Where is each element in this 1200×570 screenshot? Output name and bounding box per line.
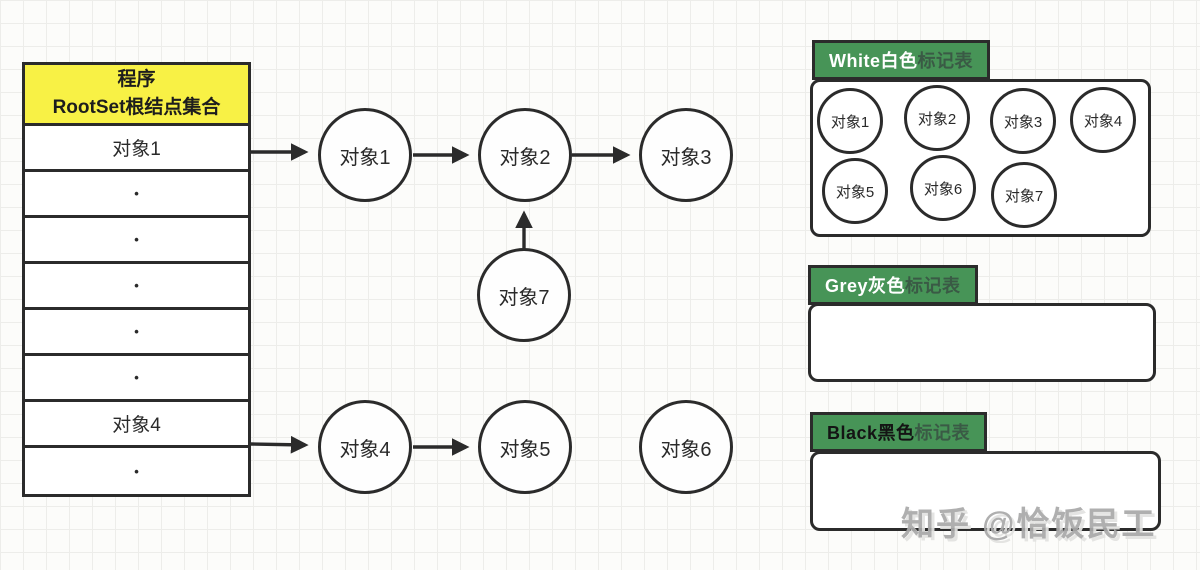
node-obj7: 对象7 xyxy=(477,248,571,342)
rootset-header-line2: RootSet根结点集合 xyxy=(52,97,221,118)
rootset-header-line1: 程序 xyxy=(117,69,156,91)
zhihu-watermark: 知乎 @恰饭民工 xyxy=(901,505,1157,542)
node-obj6: 对象6 xyxy=(639,400,733,494)
white-item-obj7: 对象7 xyxy=(991,162,1057,228)
rootset-row-dot: • xyxy=(25,264,248,310)
rootset-row-obj1: 对象1 xyxy=(25,126,248,172)
black-table-title-suffix: 标记表 xyxy=(914,423,971,443)
rootset-row-dot: • xyxy=(25,448,248,494)
rootset-row-dot: • xyxy=(25,310,248,356)
rootset-row-dot: • xyxy=(25,172,248,218)
node-obj2: 对象2 xyxy=(478,108,572,202)
rootset-row-obj4: 对象4 xyxy=(25,402,248,448)
white-item-obj5: 对象5 xyxy=(822,158,888,224)
white-item-obj1: 对象1 xyxy=(817,88,883,154)
white-item-obj4: 对象4 xyxy=(1070,87,1136,153)
node-obj3: 对象3 xyxy=(639,108,733,202)
black-table-tab: Black黑色标记表 xyxy=(810,412,988,452)
rootset-row-dot: • xyxy=(25,218,248,264)
white-table-title-suffix: 标记表 xyxy=(917,51,973,71)
rootset-row-dot: • xyxy=(25,356,248,402)
node-obj4: 对象4 xyxy=(318,400,412,494)
grey-table-tab: Grey灰色标记表 xyxy=(808,265,978,305)
white-table-body: 对象1 对象2 对象3 对象4 对象5 对象6 对象7 xyxy=(810,79,1151,237)
white-item-obj3: 对象3 xyxy=(990,88,1056,154)
black-table-title-prefix: Black黑色 xyxy=(827,423,915,443)
white-item-obj6: 对象6 xyxy=(910,155,976,221)
grey-table-body xyxy=(808,303,1156,382)
black-table-body xyxy=(810,451,1161,531)
rootset-table-header: 程序 RootSet根结点集合 xyxy=(25,65,248,126)
grey-table-title-prefix: Grey灰色 xyxy=(825,276,906,296)
grey-table-title-suffix: 标记表 xyxy=(905,276,961,296)
white-item-obj2: 对象2 xyxy=(904,85,970,151)
edge-rootset-to-obj4 xyxy=(250,435,309,454)
white-table-tab: White白色标记表 xyxy=(812,40,990,80)
rootset-table: 程序 RootSet根结点集合 对象1 • • • • • 对象4 • xyxy=(22,62,251,497)
node-obj1: 对象1 xyxy=(318,108,412,202)
white-table-title-prefix: White白色 xyxy=(829,51,918,71)
node-obj5: 对象5 xyxy=(478,400,572,494)
